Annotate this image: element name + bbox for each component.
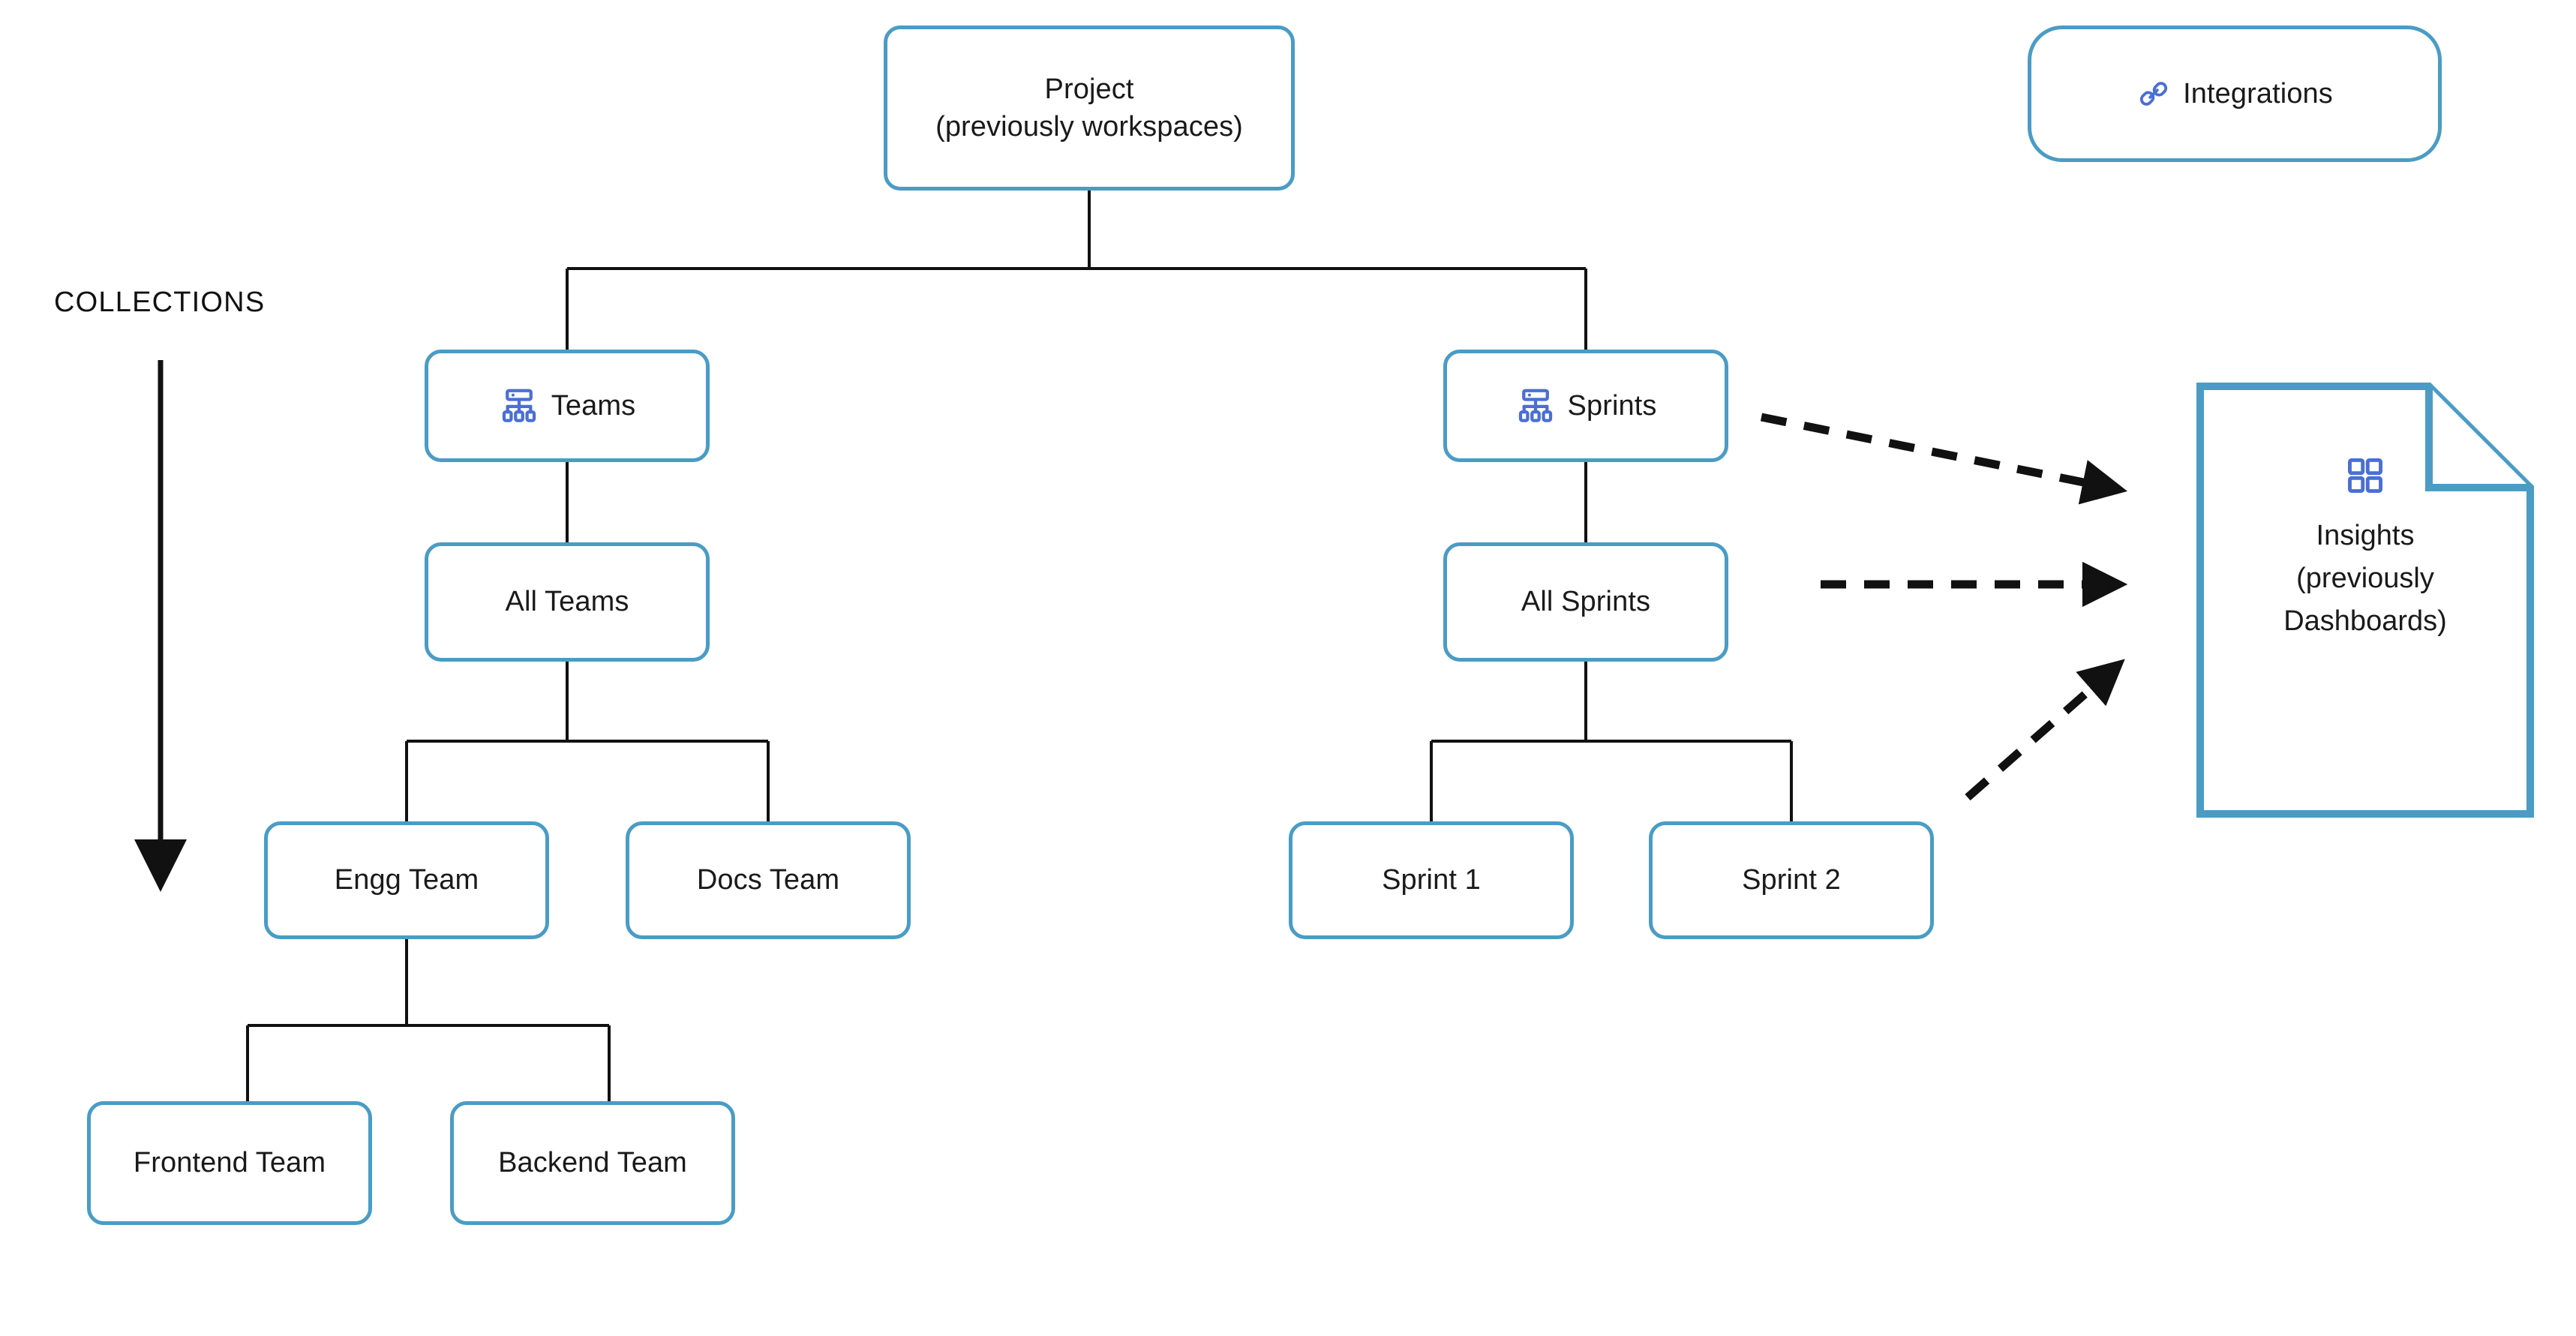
node-docs-team-label: Docs Team (696, 864, 840, 896)
edge-sprint2-to-insights-dashed (1965, 659, 2125, 801)
node-insights-content: Insights (previously Dashboards) (2196, 455, 2534, 643)
document-folded-corner-shape (2196, 383, 2534, 818)
link-icon (2136, 77, 2171, 111)
node-docs-team[interactable]: Docs Team (626, 821, 911, 939)
node-insights-subtitle-line1: (previously (2296, 563, 2434, 594)
node-sprints[interactable]: Sprints (1443, 350, 1728, 462)
node-project[interactable]: Project (previously workspaces) (884, 26, 1295, 191)
hierarchy-icon (499, 386, 539, 426)
node-insights-title: Insights (2316, 520, 2415, 551)
node-insights-subtitle-line2: Dashboards) (2283, 605, 2447, 637)
edge-all-teams-to-subteams (405, 662, 770, 821)
node-sprints-label: Sprints (1567, 389, 1657, 422)
node-sprint-2-label: Sprint 2 (1742, 864, 1841, 896)
node-teams-label: Teams (551, 389, 636, 422)
node-all-sprints-label: All Sprints (1521, 586, 1651, 618)
node-integrations[interactable]: Integrations (2028, 26, 2442, 162)
node-all-sprints[interactable]: All Sprints (1443, 542, 1728, 662)
node-integrations-label: Integrations (2183, 77, 2333, 110)
node-sprint-1[interactable]: Sprint 1 (1289, 821, 1574, 939)
node-engg-team-label: Engg Team (334, 864, 479, 896)
edge-sprints-to-insights-dashed (1760, 413, 2128, 505)
node-teams[interactable]: Teams (425, 350, 710, 462)
collections-label: COLLECTIONS (54, 287, 266, 318)
node-sprint-2[interactable]: Sprint 2 (1649, 821, 1934, 939)
node-all-teams[interactable]: All Teams (425, 542, 710, 662)
node-frontend-team[interactable]: Frontend Team (87, 1101, 372, 1225)
node-backend-team-label: Backend Team (498, 1147, 687, 1179)
node-frontend-team-label: Frontend Team (133, 1147, 326, 1179)
node-project-subtitle: (previously workspaces) (935, 111, 1243, 143)
node-all-teams-label: All Teams (505, 586, 629, 618)
node-engg-team[interactable]: Engg Team (264, 821, 549, 939)
node-insights[interactable]: Insights (previously Dashboards) (2196, 383, 2534, 818)
edge-project-to-children (566, 191, 1587, 350)
node-project-label: Project (previously workspaces) (935, 71, 1243, 146)
node-project-title: Project (1044, 73, 1134, 105)
node-sprint-1-label: Sprint 1 (1382, 864, 1481, 896)
grid-2x2-icon (2344, 455, 2386, 497)
edge-engg-to-frontend-backend (246, 939, 611, 1101)
node-backend-team[interactable]: Backend Team (450, 1101, 735, 1225)
hierarchy-icon (1515, 386, 1556, 426)
edge-all-sprints-to-sprints (1430, 662, 1793, 821)
